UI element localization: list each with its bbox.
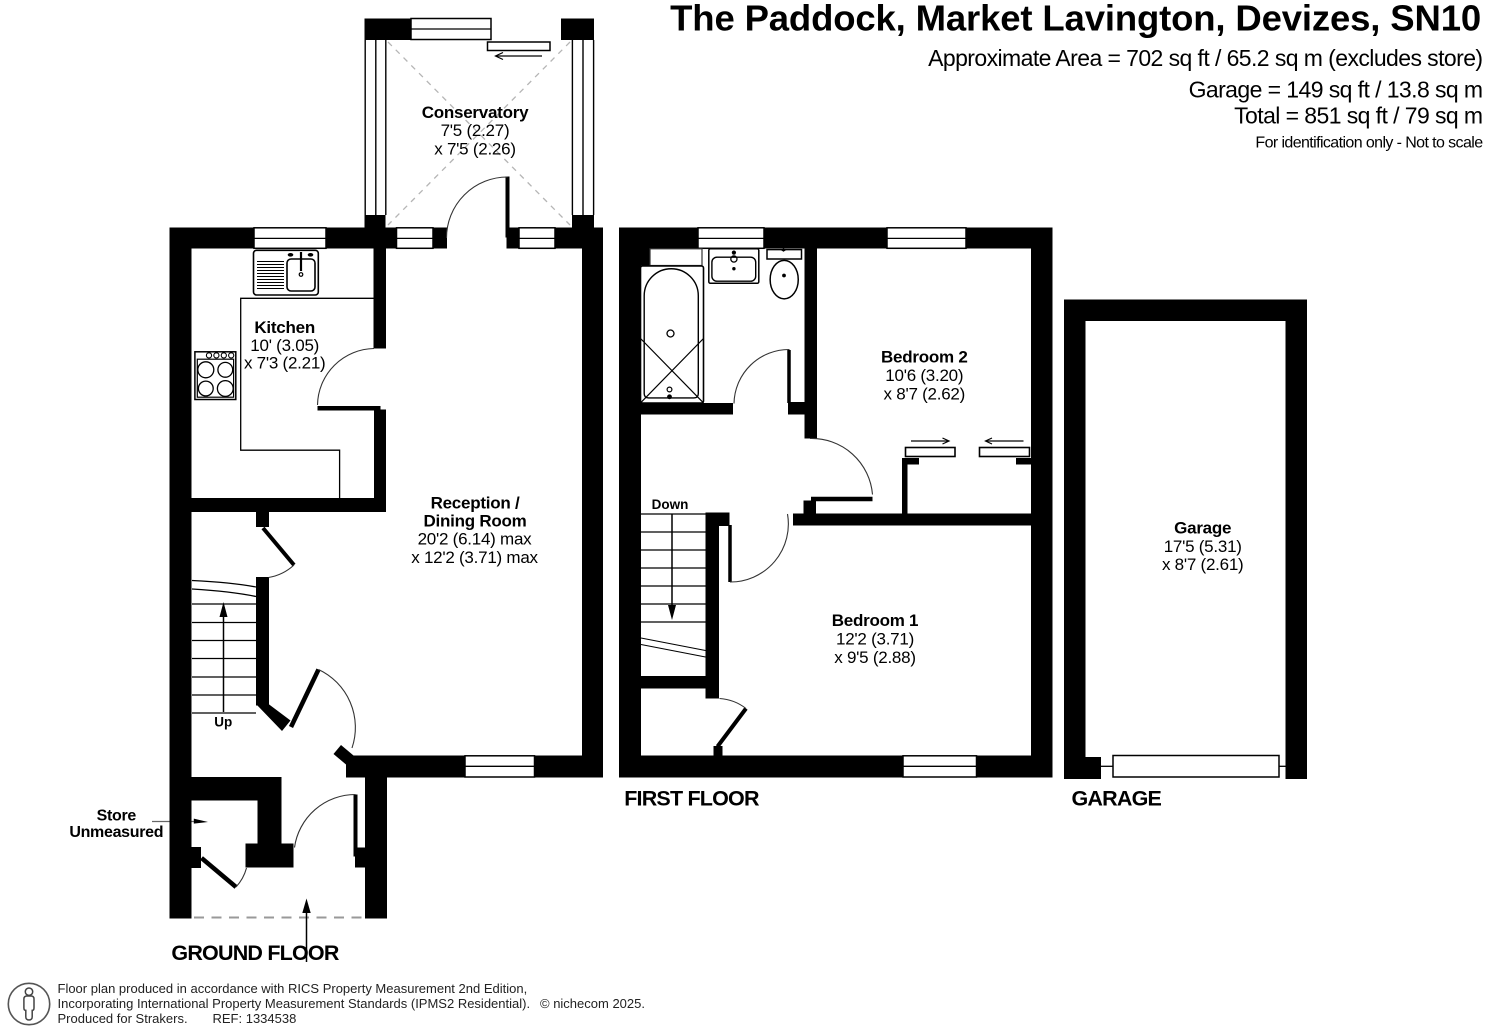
svg-text:Bedroom 1: Bedroom 1 — [832, 611, 919, 630]
svg-text:10'6 (3.20): 10'6 (3.20) — [885, 366, 963, 385]
svg-text:The Paddock, Market Lavington,: The Paddock, Market Lavington, Devizes, … — [670, 0, 1481, 39]
svg-text:Total = 851 sq ft / 79 sq m: Total = 851 sq ft / 79 sq m — [1234, 103, 1482, 129]
svg-text:Reception /: Reception / — [431, 494, 520, 513]
svg-text:x 9'5 (2.88): x 9'5 (2.88) — [834, 648, 916, 667]
svg-text:Dining Room: Dining Room — [423, 511, 526, 530]
svg-text:FIRST FLOOR: FIRST FLOOR — [624, 787, 760, 811]
svg-text:Conservatory: Conservatory — [422, 103, 529, 122]
svg-text:© nichecom 2025.: © nichecom 2025. — [540, 996, 645, 1011]
svg-text:17'5 (5.31): 17'5 (5.31) — [1164, 537, 1242, 556]
svg-text:Bedroom 2: Bedroom 2 — [881, 348, 968, 367]
svg-text:7'5 (2.27): 7'5 (2.27) — [441, 121, 510, 140]
svg-text:Unmeasured: Unmeasured — [69, 824, 163, 841]
svg-text:Garage = 149 sq ft / 13.8 sq m: Garage = 149 sq ft / 13.8 sq m — [1189, 76, 1483, 102]
svg-text:Incorporating International Pr: Incorporating International Property Mea… — [58, 996, 531, 1011]
svg-text:Garage: Garage — [1174, 518, 1231, 537]
svg-text:Floor plan produced in accorda: Floor plan produced in accordance with R… — [58, 981, 528, 996]
svg-text:Kitchen: Kitchen — [254, 318, 315, 337]
svg-text:20'2 (6.14) max: 20'2 (6.14) max — [418, 530, 533, 549]
svg-text:x 7'5 (2.26): x 7'5 (2.26) — [434, 140, 516, 159]
svg-text:Up: Up — [214, 715, 232, 730]
svg-text:x 8'7 (2.61): x 8'7 (2.61) — [1162, 555, 1244, 574]
svg-text:For identification only - Not: For identification only - Not to scale — [1255, 135, 1483, 152]
svg-text:Produced for Strakers.: Produced for Strakers. — [58, 1011, 188, 1026]
svg-text:10' (3.05): 10' (3.05) — [250, 336, 319, 355]
svg-text:GROUND FLOOR: GROUND FLOOR — [171, 941, 339, 965]
svg-text:GARAGE: GARAGE — [1072, 787, 1162, 811]
svg-text:x 12'2 (3.71) max: x 12'2 (3.71) max — [411, 548, 538, 567]
svg-text:Down: Down — [652, 497, 689, 512]
svg-text:Approximate Area = 702 sq ft /: Approximate Area = 702 sq ft / 65.2 sq m… — [928, 45, 1482, 71]
svg-text:Store: Store — [97, 808, 137, 825]
svg-text:x 8'7 (2.62): x 8'7 (2.62) — [884, 384, 966, 403]
svg-text:x 7'3 (2.21): x 7'3 (2.21) — [244, 353, 326, 372]
svg-text:12'2 (3.71): 12'2 (3.71) — [836, 629, 914, 648]
svg-text:REF: 1334538: REF: 1334538 — [213, 1011, 297, 1026]
